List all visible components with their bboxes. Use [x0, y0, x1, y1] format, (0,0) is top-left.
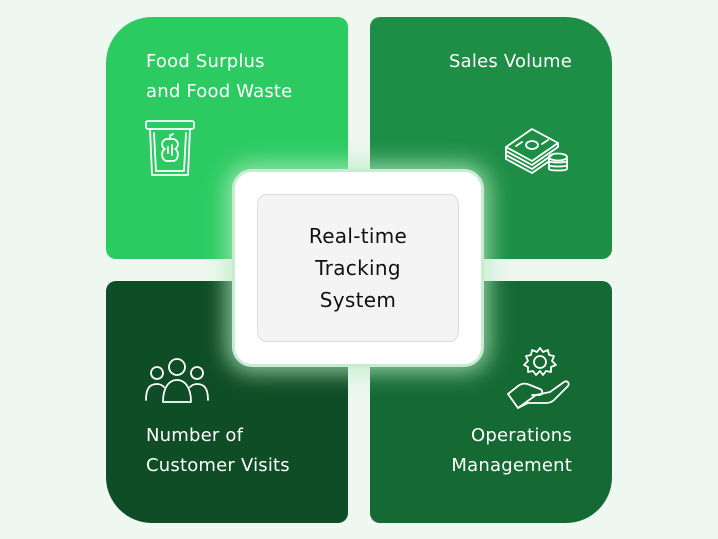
customers-group-icon: [145, 358, 209, 403]
label-line: Number of: [146, 425, 244, 446]
quadrant-label: Food Surplus and Food Waste: [146, 47, 326, 107]
center-title-line: System: [319, 288, 397, 312]
center-box-inner: Real-time Tracking System: [257, 194, 459, 342]
quadrant-label: Sales Volume: [382, 47, 572, 77]
quadrant-food-surplus: Food Surplus and Food Waste: [106, 17, 348, 259]
center-title-line: Tracking: [315, 256, 401, 280]
center-title: Real-time Tracking System: [309, 220, 407, 316]
label-line: and Food Waste: [146, 81, 293, 102]
label-line: Management: [451, 455, 572, 476]
quadrant-label: Number of Customer Visits: [146, 421, 336, 481]
gear-hand-icon: [507, 347, 570, 409]
quadrant-label: Operations Management: [382, 421, 572, 481]
center-title-line: Real-time: [308, 224, 408, 248]
label-line: Sales Volume: [449, 51, 572, 72]
label-line: Customer Visits: [146, 455, 290, 476]
trash-bin-icon: [145, 120, 195, 176]
label-line: Food Surplus: [146, 51, 265, 72]
center-box: Real-time Tracking System: [232, 169, 484, 367]
label-line: Operations: [471, 425, 572, 446]
money-coins-icon: [505, 128, 568, 174]
